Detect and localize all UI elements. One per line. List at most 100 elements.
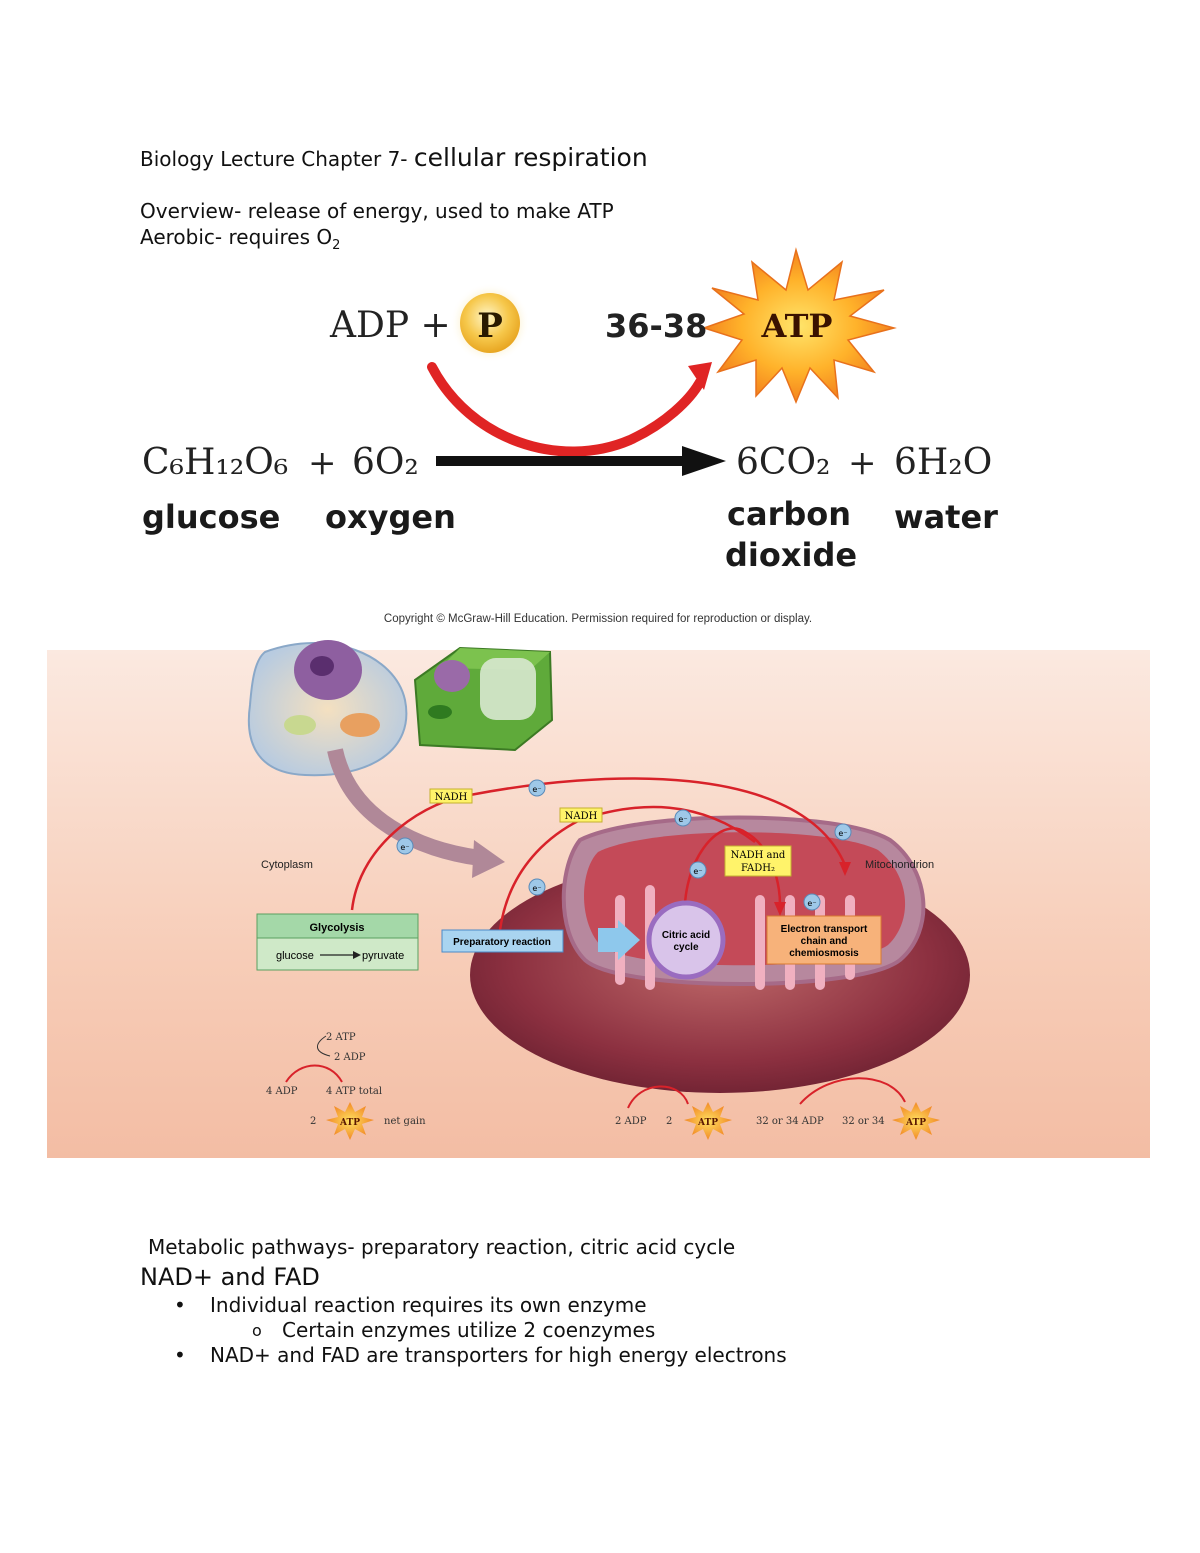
pathways-line: Metabolic pathways- preparatory reaction… [148,1235,736,1259]
plus-1: + [308,443,337,483]
aerobic-sub: 2 [332,238,341,253]
sub-bullet-icon: o [252,1321,262,1340]
etc-box [766,915,882,965]
arrowhead-icon [839,862,851,876]
glycolysis-label: Glycolysis [309,922,364,934]
nadh-tag-1 [429,788,473,804]
electron-icon: e⁻ [396,837,414,855]
list-item: •NAD+ and FAD are transporters for high … [174,1343,787,1368]
four-atp-total-label: 4 ATP total [326,1086,382,1097]
arrowhead-icon [774,902,786,916]
water-word: water [894,498,998,536]
nadh-fadh-label-2: FADH₂ [741,863,775,874]
svg-text:e⁻: e⁻ [693,867,702,876]
four-adp-label: 4 ADP [266,1086,298,1097]
cell-to-mitochondrion-arrow [327,748,482,866]
two-atp-label: 2 ATP [326,1032,356,1043]
overview-line: Overview- release of energy, used to mak… [140,199,614,223]
notes-section: Metabolic pathways- preparatory reaction… [140,1235,787,1368]
water-formula: 6H₂O [894,442,992,483]
glycolysis-detail-box [256,937,419,971]
pyruvate-label: pyruvate [362,950,404,962]
oxygen-formula: 6O₂ [352,442,419,483]
electron-icon: e⁻ [528,878,546,896]
lecture-title: Biology Lecture Chapter 7- cellular resp… [140,143,648,172]
prep-reaction-label: Preparatory reaction [453,937,551,948]
etc-label-1: Electron transport [781,924,868,935]
nad-fad-heading: NAD+ and FAD [140,1263,320,1291]
prep-two-adp-label: 2 ADP [615,1116,647,1127]
etc-label-2: chain and [801,936,848,947]
svg-text:e⁻: e⁻ [400,843,409,852]
svg-text:ATP: ATP [905,1118,926,1128]
etc-yield-label: 32 or 34 [842,1116,885,1127]
p-label: P [477,306,503,346]
electron-icon: e⁻ [803,893,821,911]
reaction-arrowhead-icon [682,446,726,476]
mitochondrion-label: Mitochondrion [865,859,934,871]
atp-star-icon: ATP [892,1102,940,1140]
glycolysis-box [256,913,419,939]
electron-arrow-1 [350,777,847,911]
carbon-word: carbon [727,495,851,533]
nadh-fadh-label-1: NADH and [731,850,786,861]
atp-star-icon: ATP [684,1102,732,1140]
svg-text:ATP: ATP [697,1118,718,1128]
list-item-text: Certain enzymes utilize 2 coenzymes [282,1318,656,1342]
red-arc-2 [627,1085,689,1109]
phosphate-icon [460,293,520,353]
citric-acid-cycle-icon [646,900,726,980]
plus-2: + [848,443,877,483]
recycle-arc [317,1035,331,1057]
blue-arrow-icon [598,920,640,960]
svg-text:e⁻: e⁻ [678,815,687,824]
svg-text:ATP: ATP [339,1118,360,1128]
red-arc-1 [285,1064,343,1083]
atp-label: ATP [761,307,833,345]
notes-list: • Individual reaction requires its own en… [140,1293,787,1368]
list-item-text: NAD+ and FAD are transporters for high e… [210,1343,787,1367]
two-net-label: 2 [310,1116,316,1127]
svg-text:e⁻: e⁻ [838,829,847,838]
aerobic-text: Aerobic- requires O [140,225,333,249]
electron-icon: e⁻ [834,823,852,841]
etc-label-3: chemiosmosis [789,948,859,959]
respiration-equation: ADP + P 36-38 ATP C₆H₁₂O₆ + 6O₂ 6CO₂ + 6… [142,247,998,574]
list-item: • Individual reaction requires its own en… [174,1293,787,1318]
atp-starburst-icon [701,247,897,404]
copyright-notice: Copyright © McGraw-Hill Education. Permi… [384,613,812,625]
glucose-label: glucose [276,950,314,962]
nadh-label-1: NADH [435,792,468,803]
etc-adp-label: 32 or 34 ADP [756,1116,824,1127]
svg-text:e⁻: e⁻ [532,884,541,893]
electron-icon: e⁻ [689,861,707,879]
arrowhead-icon [353,951,361,959]
co2-formula: 6CO₂ [736,442,830,483]
plant-cell-icon [413,646,554,752]
electron-icon: e⁻ [674,809,692,827]
nadh-label-2: NADH [565,811,598,822]
title-prefix: Biology Lecture Chapter 7- [140,147,408,171]
svg-text:e⁻: e⁻ [532,785,541,794]
svg-text:e⁻: e⁻ [807,899,816,908]
red-curved-arrow [427,362,705,457]
adp-label: ADP + [329,305,451,346]
yield-label: 36-38 [605,307,707,345]
atp-star-icon: ATP [326,1102,374,1140]
respiration-pathway-figure: Copyright © McGraw-Hill Education. Permi… [47,613,1150,1158]
nadh-tag-2 [559,807,603,823]
purple-arrowhead-icon [472,840,505,878]
red-arrowhead-icon [688,362,712,390]
cytoplasm-label: Cytoplasm [261,859,313,871]
glucose-formula: C₆H₁₂O₆ [142,442,288,483]
net-gain-label: net gain [384,1116,426,1127]
electron-icon: e⁻ [528,779,546,797]
list-item-text: Individual reaction requires its own enz… [210,1293,647,1317]
dioxide-word: dioxide [725,536,857,574]
oxygen-word: oxygen [325,498,456,536]
bullet-icon: • [174,1293,186,1317]
prep-two-label: 2 [666,1116,672,1127]
nadh-fadh-tag [724,845,792,877]
citric-label-2: cycle [673,942,698,953]
title-topic: cellular respiration [413,143,648,172]
